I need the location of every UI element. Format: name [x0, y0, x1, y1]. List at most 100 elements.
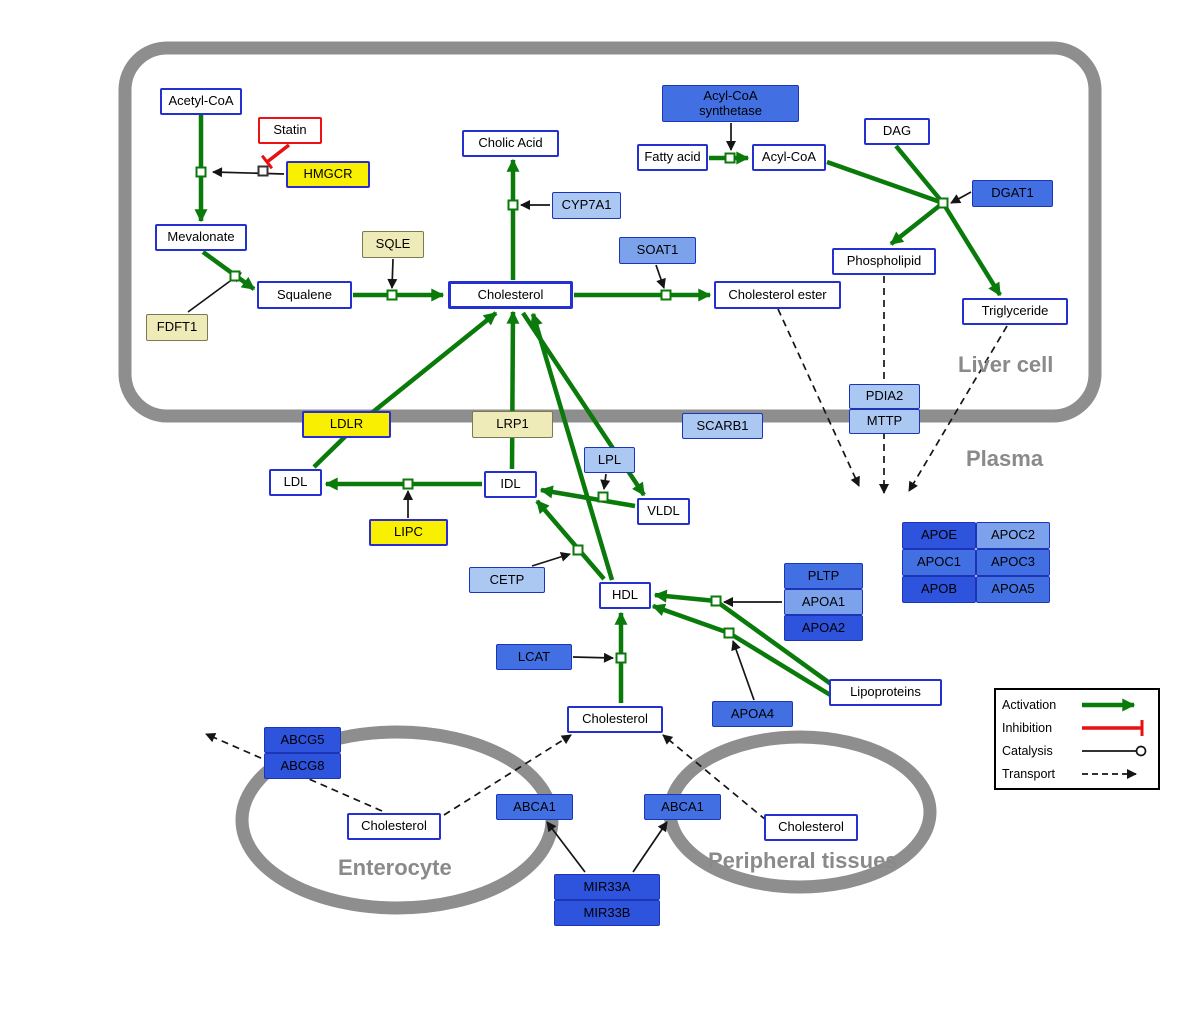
node-ldlr[interactable]: LDLR: [302, 411, 391, 438]
node-cholesterol-liver[interactable]: Cholesterol: [448, 281, 573, 309]
edge-transport-38: [443, 734, 572, 816]
reaction-node: [724, 152, 736, 164]
edge-regulation-26: [600, 473, 611, 490]
reaction-node: [402, 478, 414, 490]
node-sqle[interactable]: SQLE: [362, 231, 424, 258]
node-apoa5[interactable]: APOA5: [976, 576, 1050, 603]
reaction-node: [615, 652, 627, 664]
edge-transport-39: [662, 734, 767, 821]
edge-regulation-30: [731, 640, 755, 701]
node-cholic-acid[interactable]: Cholic Acid: [462, 130, 559, 157]
node-triglyceride[interactable]: Triglyceride: [962, 298, 1068, 325]
node-dgat1[interactable]: DGAT1: [972, 180, 1053, 207]
legend-row-transport: Transport: [1002, 764, 1152, 784]
compartment-liver: [118, 41, 1102, 423]
reaction-node: [257, 165, 269, 177]
node-mevalonate[interactable]: Mevalonate: [155, 224, 247, 251]
reaction-node: [937, 197, 949, 209]
node-mir33b[interactable]: MIR33B: [554, 900, 660, 926]
node-cyp7a1[interactable]: CYP7A1: [552, 192, 621, 219]
node-cholesterol-ester[interactable]: Cholesterol ester: [714, 281, 841, 309]
edge-regulation-32: [632, 821, 668, 873]
edge-activation-13: [539, 485, 636, 509]
node-dag[interactable]: DAG: [864, 118, 930, 145]
reaction-node: [507, 199, 519, 211]
edge-regulation-20: [387, 258, 398, 289]
node-abcg5[interactable]: ABCG5: [264, 727, 341, 753]
node-lipoproteins[interactable]: Lipoproteins: [829, 679, 942, 706]
node-acetyl-coa[interactable]: Acetyl-CoA: [160, 88, 242, 115]
node-apoc3[interactable]: APOC3: [976, 549, 1050, 576]
node-mttp[interactable]: MTTP: [849, 409, 920, 434]
edge-activation-9: [506, 310, 520, 470]
node-statin[interactable]: Statin: [258, 117, 322, 144]
edge-regulation-28: [572, 652, 614, 663]
node-mir33a[interactable]: MIR33A: [554, 874, 660, 900]
node-lrp1[interactable]: LRP1: [472, 411, 553, 438]
legend-label-inhibition: Inhibition: [1002, 720, 1053, 735]
node-cholesterol-center[interactable]: Cholesterol: [567, 706, 663, 733]
reaction-node: [710, 595, 722, 607]
node-lcat[interactable]: LCAT: [496, 644, 572, 670]
legend-row-inhibition: Inhibition: [1002, 718, 1152, 738]
node-hdl[interactable]: HDL: [599, 582, 651, 609]
node-lpl[interactable]: LPL: [584, 447, 635, 473]
inhibition-tbar-icon: [1082, 719, 1144, 736]
node-apoe[interactable]: APOE: [902, 522, 976, 549]
node-vldl[interactable]: VLDL: [637, 498, 690, 525]
edge-regulation-24: [950, 191, 972, 204]
reaction-node: [597, 491, 609, 503]
edge-activation-14: [535, 499, 606, 581]
reaction-node: [572, 544, 584, 556]
node-squalene[interactable]: Squalene: [257, 281, 352, 309]
reaction-node: [723, 627, 735, 639]
edge-inhibition-33: [260, 143, 291, 170]
node-apoc2[interactable]: APOC2: [976, 522, 1050, 549]
node-pltp[interactable]: PLTP: [784, 563, 863, 589]
reaction-node: [386, 289, 398, 301]
edge-activation-10: [530, 312, 615, 581]
node-hmgcr[interactable]: HMGCR: [286, 161, 370, 188]
node-cholesterol-peripheral[interactable]: Cholesterol: [764, 814, 858, 841]
node-abcg8[interactable]: ABCG8: [264, 753, 341, 779]
node-abca1-right[interactable]: ABCA1: [644, 794, 721, 820]
node-ldl[interactable]: LDL: [269, 469, 322, 496]
node-acyl-coa[interactable]: Acyl-CoA: [752, 144, 826, 171]
node-apoa4[interactable]: APOA4: [712, 701, 793, 727]
legend-catalysis-circle: [1135, 745, 1147, 756]
legend-row-catalysis: Catalysis: [1002, 741, 1152, 761]
node-idl[interactable]: IDL: [484, 471, 537, 498]
reaction-node: [229, 270, 241, 282]
node-scarb1[interactable]: SCARB1: [682, 413, 763, 439]
node-cholesterol-enterocyte[interactable]: Cholesterol: [347, 813, 441, 840]
legend-label-activation: Activation: [1002, 697, 1057, 712]
node-fdft1[interactable]: FDFT1: [146, 314, 208, 341]
legend-label-transport: Transport: [1002, 766, 1056, 781]
node-abca1-left[interactable]: ABCA1: [496, 794, 573, 820]
node-pdia2[interactable]: PDIA2: [849, 384, 920, 409]
activation-arrow-icon: [1082, 698, 1136, 711]
edge-regulation-18: [212, 167, 285, 178]
node-apoa1[interactable]: APOA1: [784, 589, 863, 615]
edge-activation-1: [201, 250, 256, 291]
node-lipc[interactable]: LIPC: [369, 519, 448, 546]
catalysis-circle-icon: [1082, 745, 1147, 756]
node-acyl-coa-synthetase[interactable]: Acyl-CoA synthetase: [662, 85, 799, 122]
node-cetp[interactable]: CETP: [469, 567, 545, 593]
edge-regulation-22: [655, 264, 666, 289]
node-apoa2[interactable]: APOA2: [784, 615, 863, 641]
edge-regulation-27: [531, 551, 571, 567]
node-apoc1[interactable]: APOC1: [902, 549, 976, 576]
reaction-node: [660, 289, 672, 301]
node-fatty-acid[interactable]: Fatty acid: [637, 144, 708, 171]
legend: Activation Inhibition Catalysis Transpor…: [994, 688, 1160, 790]
node-apob[interactable]: APOB: [902, 576, 976, 603]
edge-activation-8: [312, 311, 498, 469]
edge-transport-34: [777, 308, 860, 487]
node-phospholipid[interactable]: Phospholipid: [832, 248, 936, 275]
transport-dashed-arrow-icon: [1082, 768, 1137, 779]
node-soat1[interactable]: SOAT1: [619, 237, 696, 264]
